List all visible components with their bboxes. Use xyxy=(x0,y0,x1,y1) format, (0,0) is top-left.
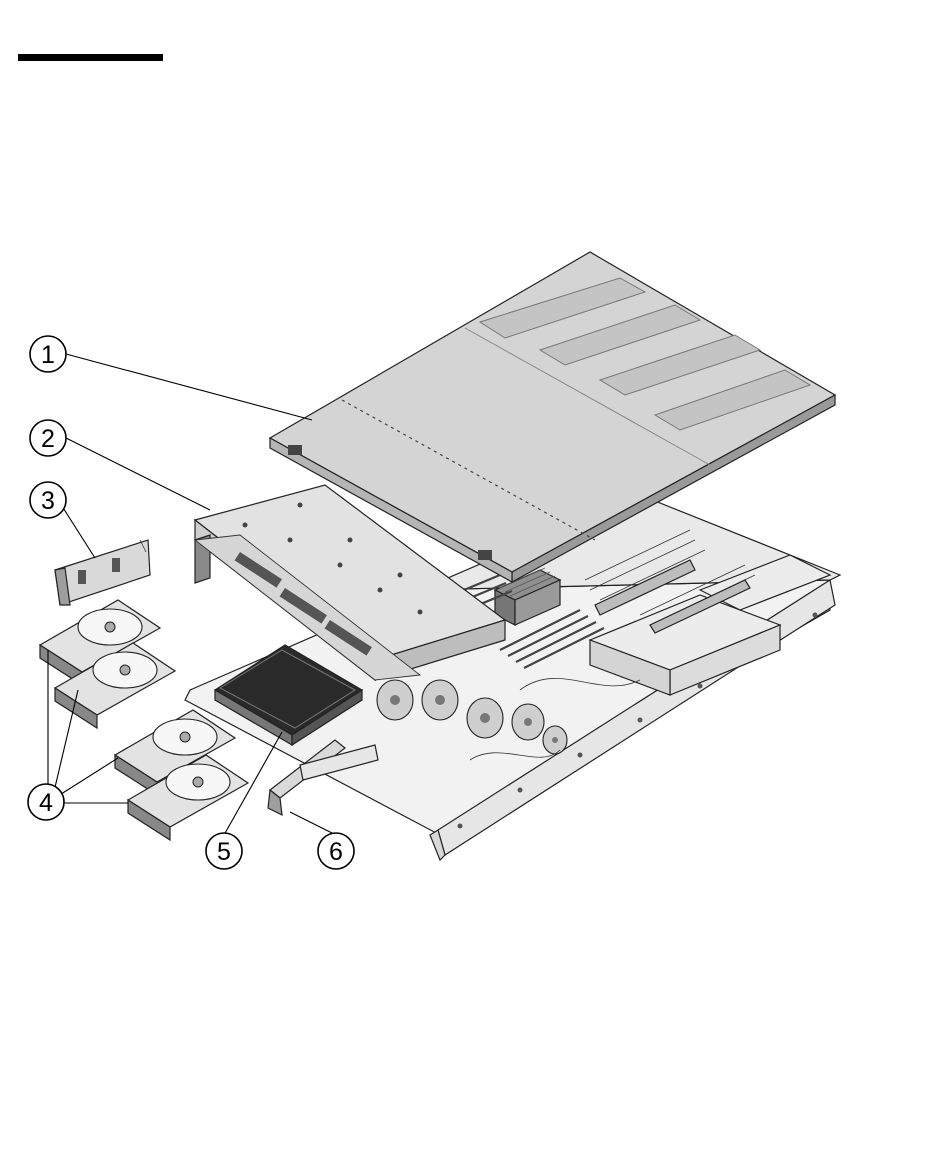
callout-1: 1 xyxy=(30,336,66,372)
svg-text:6: 6 xyxy=(329,838,343,866)
svg-text:4: 4 xyxy=(39,789,53,817)
callout-2: 2 xyxy=(30,420,66,456)
svg-text:2: 2 xyxy=(41,425,55,453)
callout-5: 5 xyxy=(206,833,242,869)
callout-3: 3 xyxy=(30,482,66,518)
svg-text:1: 1 xyxy=(41,341,55,369)
callout-6: 6 xyxy=(318,833,354,869)
bracket-left xyxy=(55,540,150,605)
callout-4: 4 xyxy=(28,784,64,820)
svg-text:3: 3 xyxy=(41,487,55,515)
svg-text:5: 5 xyxy=(217,838,231,866)
